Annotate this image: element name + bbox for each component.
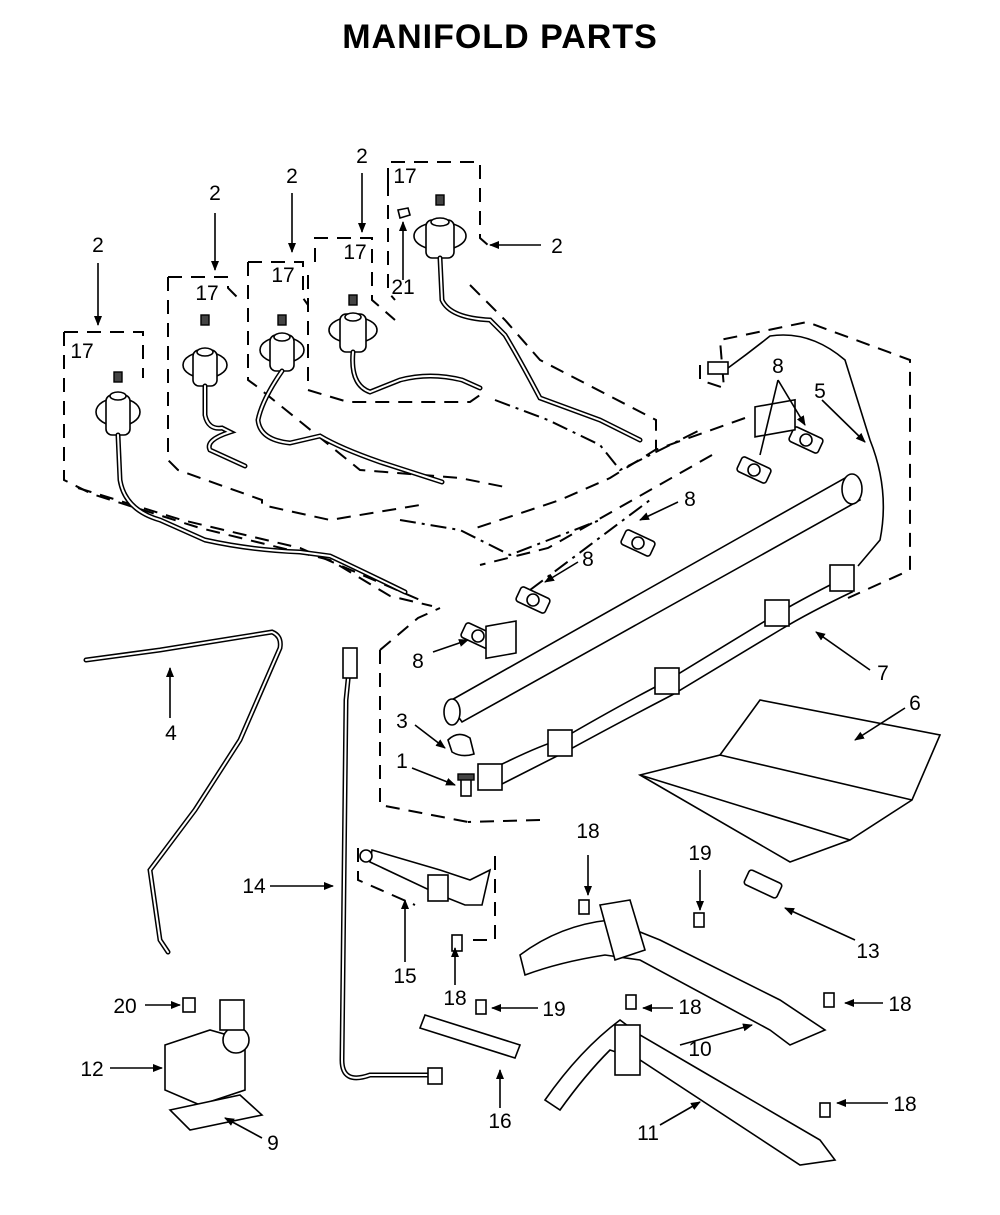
callout-21: 21 <box>391 276 414 299</box>
callout-8d: 8 <box>412 650 424 673</box>
screw-19-bracket <box>475 999 487 1015</box>
flex-tube[interactable] <box>83 629 283 955</box>
screw-19-burner <box>693 912 705 928</box>
screw-18-bake-mid <box>625 994 637 1010</box>
callout-8a: 8 <box>772 355 784 378</box>
burner-valve-4[interactable] <box>328 294 378 353</box>
burner-hardware[interactable] <box>418 869 835 1118</box>
burner-valve-5[interactable] <box>413 194 467 259</box>
callout-2e: 2 <box>551 235 563 258</box>
orifice-holder-13 <box>743 869 783 899</box>
callout-4: 4 <box>165 722 177 745</box>
bracket-3[interactable] <box>447 733 475 757</box>
manifold-bracket-rail[interactable] <box>477 564 855 791</box>
callout-2c: 2 <box>286 165 298 188</box>
bracket-16 <box>418 1014 522 1059</box>
broil-burner[interactable] <box>543 1018 837 1166</box>
callout-1: 1 <box>396 750 408 773</box>
clip-21[interactable] <box>397 207 411 220</box>
screw-1[interactable] <box>457 773 475 797</box>
callout-17e: 17 <box>393 165 416 188</box>
callout-5: 5 <box>814 380 826 403</box>
callout-arrows <box>94 173 906 1139</box>
callout-16: 16 <box>488 1110 511 1133</box>
callout-8c: 8 <box>582 548 594 571</box>
manifold-clip[interactable] <box>485 398 796 660</box>
orifice-fitting-3 <box>620 529 656 557</box>
dashed-groups <box>63 161 911 941</box>
callout-17b: 17 <box>195 282 218 305</box>
callout-6: 6 <box>909 692 921 715</box>
callout-18c: 18 <box>678 996 701 1019</box>
callout-14: 14 <box>242 875 266 898</box>
burner-valve-1[interactable] <box>95 371 141 436</box>
callout-19a: 19 <box>688 842 711 865</box>
orifice-fitting-2 <box>515 586 551 614</box>
wire-harness[interactable] <box>707 334 885 567</box>
callout-2a: 2 <box>92 234 104 257</box>
burner-valve-3[interactable] <box>259 314 305 372</box>
callout-10: 10 <box>688 1038 711 1061</box>
heat-shield[interactable] <box>637 699 942 863</box>
screw-18-bake-end <box>823 992 835 1008</box>
callout-labels: 2 2 2 2 2 17 17 17 17 17 21 5 8 8 8 8 7 … <box>70 145 921 1155</box>
elbow-fitting[interactable] <box>359 848 492 906</box>
screw-18-elbow[interactable] <box>451 934 463 952</box>
screw-20[interactable] <box>182 997 196 1013</box>
regulator-bracket[interactable] <box>168 1094 264 1131</box>
valve-tubes <box>115 255 643 595</box>
callout-19b: 19 <box>542 998 565 1021</box>
diagram-title: MANIFOLD PARTS <box>342 18 658 56</box>
screw-18-broil-end <box>819 1102 831 1118</box>
callout-9: 9 <box>267 1132 279 1155</box>
callout-11: 11 <box>637 1122 659 1145</box>
bake-burner[interactable] <box>519 899 827 1046</box>
callout-2b: 2 <box>209 182 221 205</box>
callout-18d: 18 <box>888 993 911 1016</box>
callout-12: 12 <box>80 1058 103 1081</box>
callout-18a: 18 <box>576 820 599 843</box>
callout-3: 3 <box>396 710 408 733</box>
callout-17a: 17 <box>70 340 93 363</box>
screw-18-top <box>578 899 590 915</box>
callout-17c: 17 <box>271 264 294 287</box>
callout-13: 13 <box>856 940 879 963</box>
supply-pipe[interactable] <box>339 647 443 1085</box>
manifold-pipe[interactable] <box>443 473 863 726</box>
callout-8b: 8 <box>684 488 696 511</box>
callout-7: 7 <box>877 662 889 685</box>
burner-valve-2[interactable] <box>182 314 228 387</box>
callout-2d: 2 <box>356 145 368 168</box>
callout-15: 15 <box>393 965 416 988</box>
callout-17d: 17 <box>343 241 366 264</box>
callout-18e: 18 <box>893 1093 916 1116</box>
pressure-regulator[interactable] <box>164 999 250 1106</box>
callout-20: 20 <box>113 995 136 1018</box>
orifice-fitting-4 <box>736 456 772 484</box>
callout-18b: 18 <box>443 987 466 1010</box>
